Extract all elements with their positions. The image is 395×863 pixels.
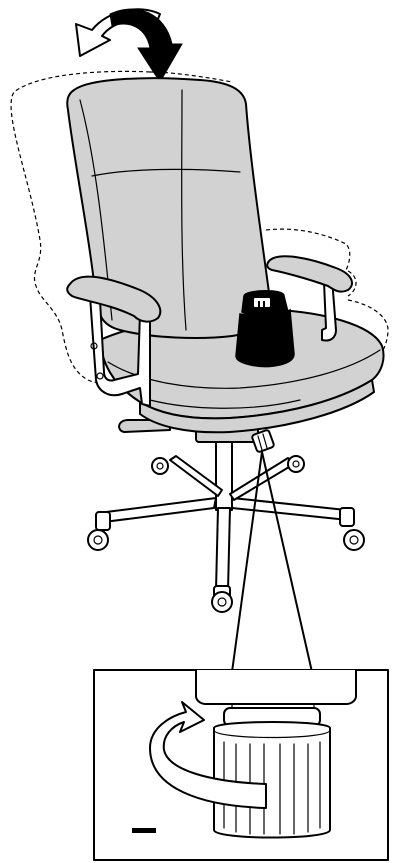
weight-cup — [236, 291, 294, 367]
leg-right — [232, 498, 348, 520]
detail-box — [94, 670, 388, 860]
detail-housing — [196, 670, 356, 704]
minus-sign-icon — [132, 828, 156, 833]
chair-base — [88, 440, 364, 612]
caster-front — [212, 586, 232, 612]
caster-right — [340, 508, 364, 550]
gas-cylinder — [216, 440, 232, 510]
leg-back-right — [230, 458, 294, 500]
caster-left — [88, 512, 110, 550]
caster-back-right — [288, 456, 304, 472]
caster-back-left — [152, 458, 168, 474]
leg-left — [104, 498, 216, 522]
detail-tension-knob — [214, 722, 330, 838]
leg-front — [216, 508, 230, 590]
leg-back-left — [170, 456, 222, 496]
